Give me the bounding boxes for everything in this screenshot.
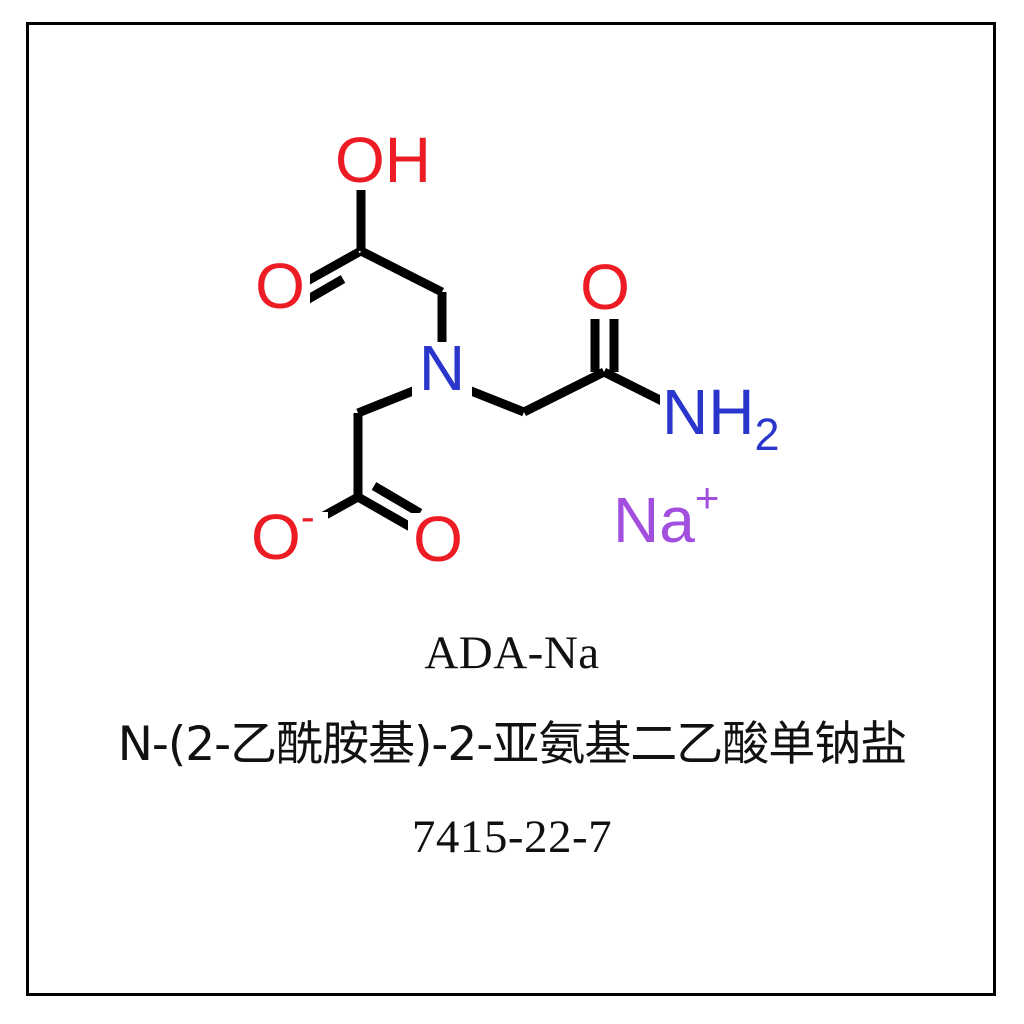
bond-carboxyl-carbon-to-methylene-top [358, 246, 445, 297]
atom-label-carbonyl-oxygen-top: O [250, 250, 310, 322]
bond-nitrogen-to-methylene-bottom [356, 384, 420, 418]
amine-nitrogen-text: N [419, 332, 465, 404]
caption-block: ADA-Na N-(2-乙酰胺基)-2-亚氨基二乙酸单钠盐 7415-22-7 [30, 630, 994, 861]
atom-label-carboxylate-oxygen: O [408, 503, 468, 575]
bond-carboxylate-carbon-to-oxygen-a [355, 493, 417, 533]
atom-label-carboxylate-oxygen-anion: O- [248, 493, 328, 573]
cas-number: 7415-22-7 [411, 811, 613, 863]
compound-abbreviation: ADA-Na [424, 627, 600, 679]
carboxylate-oxygen-text: O [413, 503, 463, 575]
amide-oxygen-text: O [580, 251, 630, 323]
bond-methylene-amide-to-amide-carbon [521, 367, 607, 417]
figure-border [26, 22, 996, 996]
atom-label-amide-nitrogen: NH2 [660, 376, 780, 460]
sodium-cation-text: Na+ [613, 474, 719, 556]
atom-label-amine-nitrogen: N [412, 332, 472, 404]
bond-carboxylate-carbon-to-oxygen-b [371, 482, 423, 517]
atom-label-hydroxyl: OH [333, 124, 431, 196]
bond-nitrogen-to-methylene-amide [464, 384, 526, 417]
atom-label-amide-oxygen: O [575, 251, 635, 323]
atom-label-sodium-cation: Na+ [613, 474, 719, 556]
compound-chinese-name: N-(2-乙酰胺基)-2-亚氨基二乙酸单钠盐 [117, 717, 907, 772]
hydroxyl-text: OH [335, 124, 431, 196]
bond-amide-carbon-to-amide-nitrogen [601, 367, 667, 407]
carbonyl-oxygen-top-text: O [255, 250, 305, 322]
bond-lines [295, 186, 667, 533]
